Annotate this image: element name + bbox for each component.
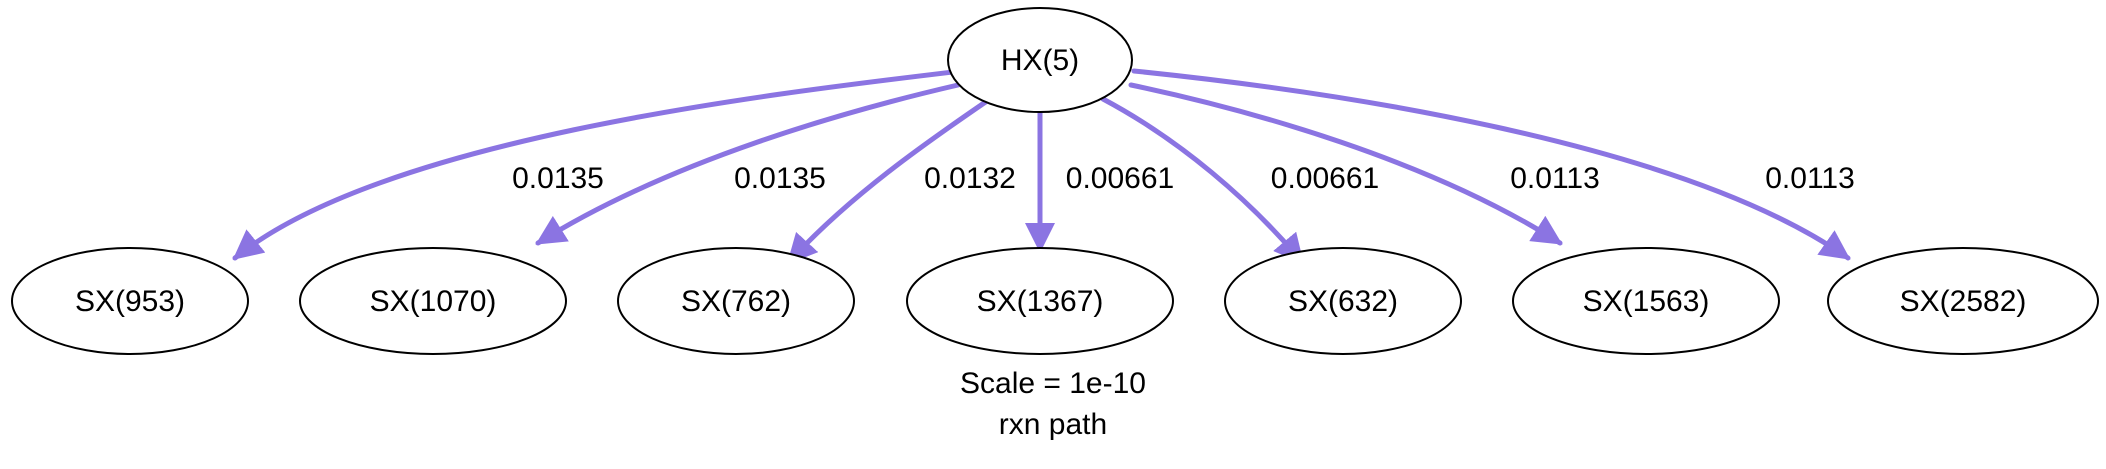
edge-hx5-sx1070[interactable] bbox=[535, 82, 961, 246]
caption-title: rxn path bbox=[999, 408, 1107, 441]
node-ellipse bbox=[906, 247, 1174, 355]
edge-hx5-sx762[interactable] bbox=[786, 98, 990, 265]
node-ellipse bbox=[617, 247, 855, 355]
node-label: SX(2582) bbox=[1900, 285, 2027, 318]
edge-label-sx762: 0.0132 bbox=[924, 162, 1016, 195]
node-ellipse bbox=[11, 247, 249, 355]
node-ellipse bbox=[1224, 247, 1462, 355]
edge-label-sx953: 0.0135 bbox=[512, 162, 604, 195]
child-nodes-layer: SX(953) SX(1070) SX(762) SX(1367) SX(632… bbox=[11, 247, 2099, 355]
node-ellipse bbox=[1827, 247, 2099, 355]
edge-label-sx1367: 0.00661 bbox=[1066, 162, 1174, 195]
node-label: HX(5) bbox=[1001, 44, 1079, 77]
node-sx1070[interactable]: SX(1070) bbox=[299, 247, 567, 355]
diagram-caption: Scale = 1e-10 rxn path bbox=[960, 367, 1146, 441]
edge-hx5-sx632[interactable] bbox=[1100, 96, 1305, 265]
edge-labels-layer: 0.0135 0.0135 0.0132 0.00661 0.00661 0.0… bbox=[512, 162, 1855, 195]
node-sx1563[interactable]: SX(1563) bbox=[1512, 247, 1780, 355]
edge-label-sx2582: 0.0113 bbox=[1765, 162, 1855, 195]
node-sx2582[interactable]: SX(2582) bbox=[1827, 247, 2099, 355]
caption-scale: Scale = 1e-10 bbox=[960, 367, 1146, 400]
node-ellipse bbox=[299, 247, 567, 355]
edge-hx5-sx2582[interactable] bbox=[1131, 68, 1851, 261]
node-label: SX(632) bbox=[1288, 285, 1398, 318]
node-label: SX(953) bbox=[75, 285, 185, 318]
node-ellipse bbox=[1512, 247, 1780, 355]
node-label: SX(1563) bbox=[1583, 285, 1710, 318]
node-sx632[interactable]: SX(632) bbox=[1224, 247, 1462, 355]
node-sx1367[interactable]: SX(1367) bbox=[906, 247, 1174, 355]
node-ellipse bbox=[947, 7, 1133, 113]
edge-label-sx1070: 0.0135 bbox=[734, 162, 826, 195]
node-label: SX(762) bbox=[681, 285, 791, 318]
edges-layer bbox=[232, 68, 1851, 265]
node-label: SX(1070) bbox=[370, 285, 497, 318]
node-sx953[interactable]: SX(953) bbox=[11, 247, 249, 355]
node-hx5[interactable]: HX(5) bbox=[947, 7, 1133, 113]
node-sx762[interactable]: SX(762) bbox=[617, 247, 855, 355]
node-label: SX(1367) bbox=[977, 285, 1104, 318]
edge-hx5-sx953[interactable] bbox=[232, 69, 956, 261]
edge-label-sx1563: 0.0113 bbox=[1510, 162, 1600, 195]
edge-hx5-sx1563[interactable] bbox=[1128, 82, 1563, 246]
edge-label-sx632: 0.00661 bbox=[1271, 162, 1379, 195]
